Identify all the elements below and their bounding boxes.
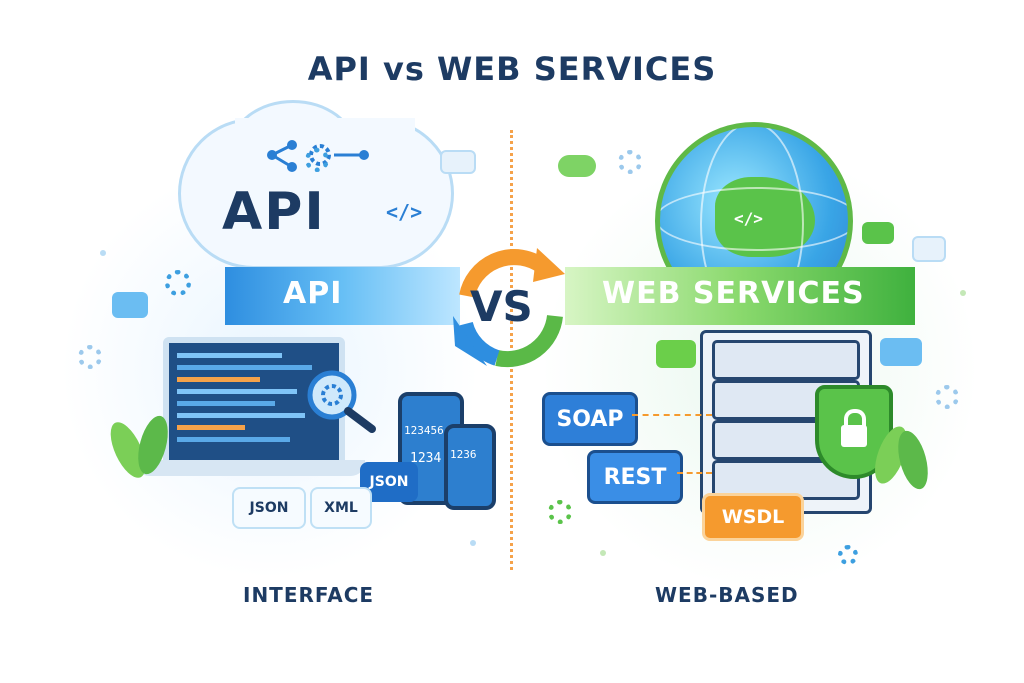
gear-icon xyxy=(165,270,191,296)
code-tag-icon: </> xyxy=(386,200,423,224)
globe-parallel xyxy=(660,187,848,251)
api-cloud-label: API xyxy=(222,182,326,242)
soap-protocol-button: SOAP xyxy=(542,392,638,446)
phone-small: 1236 xyxy=(444,424,496,510)
connector-line-1 xyxy=(632,414,712,416)
decor-dot xyxy=(100,250,106,256)
api-banner xyxy=(225,267,460,325)
cloud-icon xyxy=(558,155,596,177)
globe-code-icon: </> xyxy=(734,209,763,228)
lock-shackle xyxy=(844,409,866,431)
gear-icon xyxy=(305,148,329,172)
mail-icon xyxy=(862,222,894,244)
interface-label: INTERFACE xyxy=(243,583,375,607)
page-title: API vs WEB SERVICES xyxy=(307,50,717,88)
chat-icon xyxy=(880,338,922,366)
gear-icon xyxy=(78,345,102,369)
phone-number-1: 123456 xyxy=(404,424,444,437)
xml-format-button: XML xyxy=(310,487,372,529)
gear-icon xyxy=(618,150,642,174)
decor-dot xyxy=(470,540,476,546)
web-based-label: WEB-BASED xyxy=(655,583,799,607)
decor-dot xyxy=(600,550,606,556)
laptop-base xyxy=(135,460,365,476)
gear-icon xyxy=(935,385,959,409)
chat-icon xyxy=(656,340,696,368)
vs-label: VS xyxy=(470,282,533,331)
chat-icon xyxy=(440,150,476,174)
gear-icon xyxy=(838,545,858,565)
web-services-banner xyxy=(565,267,915,325)
rest-protocol-button: REST xyxy=(587,450,683,504)
decor-dot xyxy=(960,290,966,296)
web-services-banner-label: WEB SERVICES xyxy=(602,276,865,311)
connector-line-2 xyxy=(677,472,712,474)
center-divider xyxy=(510,130,513,570)
wsdl-protocol-button: WSDL xyxy=(702,493,804,541)
json-format-button: JSON xyxy=(232,487,306,529)
magnifier-icon xyxy=(307,370,376,433)
play-icon xyxy=(912,236,946,262)
server-unit-1 xyxy=(712,340,860,380)
phone-number-2: 1234 xyxy=(410,451,442,466)
api-banner-label: API xyxy=(283,276,343,311)
chat-icon xyxy=(112,292,148,318)
gear-icon xyxy=(548,500,572,524)
vs-cycle-icon xyxy=(453,248,565,368)
laptop-code-lines xyxy=(177,353,327,442)
phone-number-3: 1236 xyxy=(450,448,477,461)
